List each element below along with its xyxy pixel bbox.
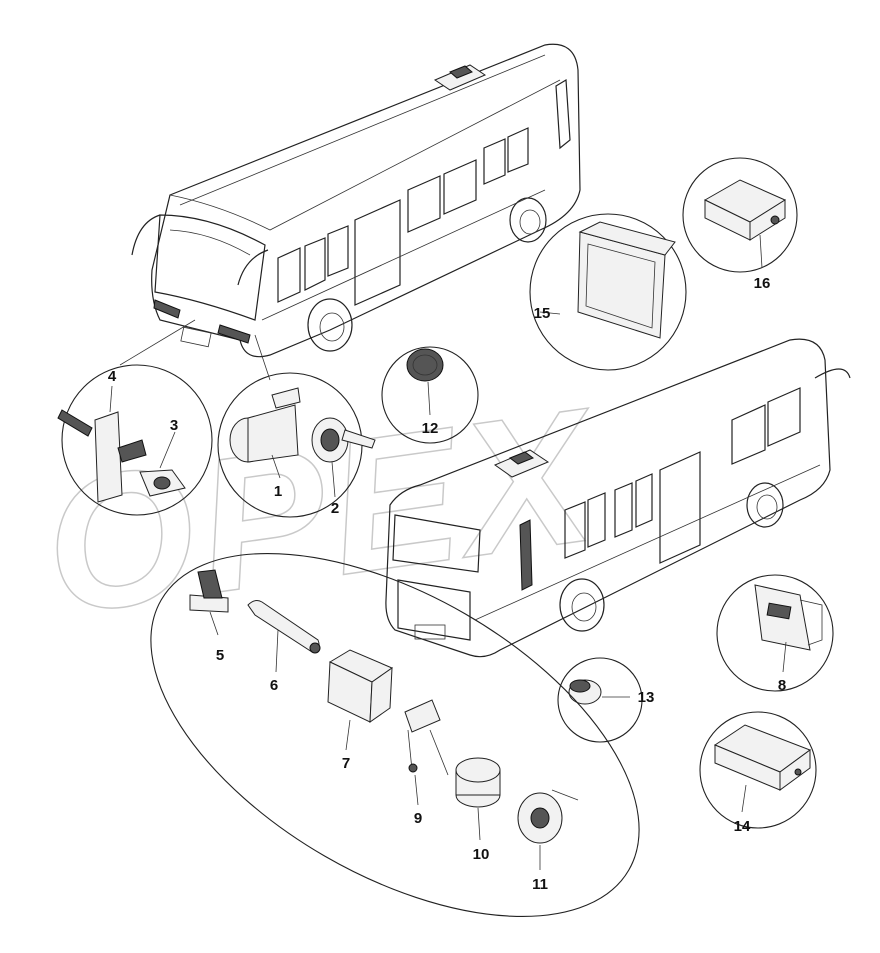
callout-7[interactable]: 7: [342, 755, 350, 772]
bus-front-icon: [131, 43, 581, 358]
callout-13[interactable]: 13: [638, 689, 655, 706]
part-9-shape: [404, 699, 441, 733]
group-window: [529, 213, 687, 371]
group-ecu-14: [699, 711, 817, 829]
callout-12[interactable]: 12: [422, 420, 439, 437]
group-box-16: [682, 157, 798, 273]
callout-16[interactable]: 16: [754, 275, 771, 292]
callout-1[interactable]: 1: [274, 483, 282, 500]
leader-lines: [109, 234, 787, 870]
callout-4[interactable]: 4: [108, 368, 117, 385]
callout-6[interactable]: 6: [270, 677, 278, 694]
watermark-text: OPEX: [33, 368, 613, 655]
callout-9[interactable]: 9: [414, 810, 422, 827]
callout-labels: 4 3 1 2 5 6 7 8 9 10 11 12 13 14 15 16: [108, 275, 786, 893]
callout-11[interactable]: 11: [532, 876, 548, 893]
group-grille: [381, 346, 479, 444]
part-12-shape: [406, 348, 444, 382]
part-4-shape: [94, 411, 123, 503]
callout-5[interactable]: 5: [216, 647, 224, 664]
callout-10[interactable]: 10: [473, 846, 490, 863]
watermark: OPEX: [32, 367, 614, 656]
group-horn-switch: [57, 319, 376, 518]
group-ecu-8: [716, 574, 834, 692]
callout-3[interactable]: 3: [170, 417, 178, 434]
callout-2[interactable]: 2: [331, 500, 339, 517]
callout-8[interactable]: 8: [778, 677, 786, 694]
bus-rear-icon: [385, 338, 851, 658]
group-relays: [150, 552, 640, 918]
group-sensor-13: [557, 657, 643, 743]
callout-14[interactable]: 14: [734, 818, 751, 835]
callout-15[interactable]: 15: [534, 305, 551, 322]
